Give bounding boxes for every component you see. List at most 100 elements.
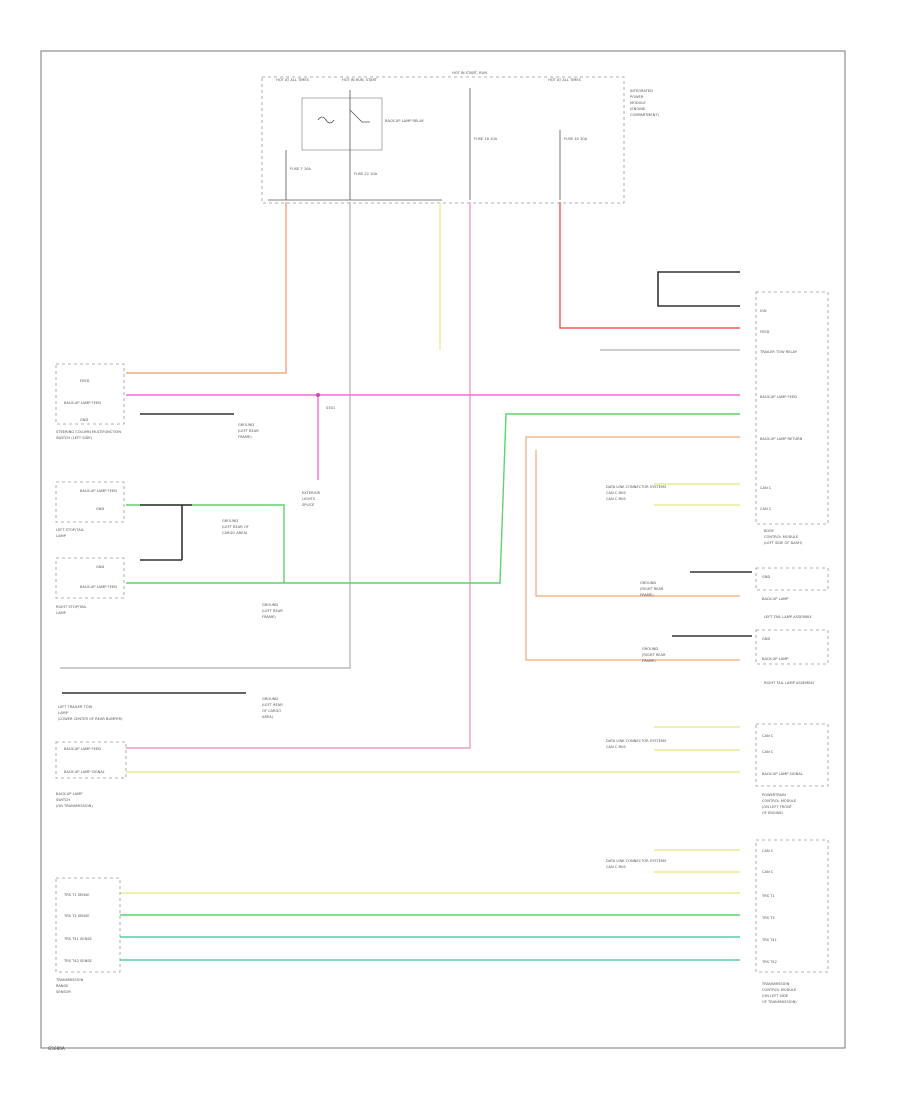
wire-salmon-return: [525, 436, 740, 661]
connector-outline: [55, 363, 125, 425]
can-bus-item: CAN C BUS: [606, 745, 627, 749]
pin-label: GND: [96, 565, 104, 569]
connector-caption: RIGHT STOP/TAIL: [56, 605, 87, 609]
module-caption: TRANSMISSION: [761, 982, 790, 986]
fuse-box-title-line: (ENGINE: [630, 107, 646, 111]
module-caption: CONTROL MODULE: [762, 799, 797, 803]
ground-label: FRAME): [642, 659, 656, 663]
pin-label: TRS T3: [761, 916, 775, 920]
ground-label: GROUND: [262, 603, 278, 607]
module-outline: [755, 723, 829, 787]
module-tcm: CAN C CAN C TRS T1 TRS T3 TRS T41 TRS T4…: [755, 839, 829, 1004]
connector-caption: LAMP: [56, 611, 67, 615]
pin-label: CAN C: [762, 870, 774, 874]
pin-label: GND: [762, 637, 770, 641]
fuse-box-title-line: POWER: [630, 95, 644, 99]
connector-trans-range-sensor: TRS T1 SENSE TRS T3 SENSE TRS T41 SENSE …: [55, 877, 121, 994]
relay-switch: [349, 109, 370, 123]
connector-caption: BACK-UP LAMP: [56, 792, 83, 796]
ground-label: (LEFT REAR: [262, 609, 283, 613]
pin-label: CAN C: [760, 486, 772, 490]
ground-label: (RIGHT REAR: [642, 653, 666, 657]
fuse-box-title-line: INTEGRATED: [630, 89, 653, 93]
pin-label: GND: [80, 418, 88, 422]
relay-coil: [317, 116, 335, 124]
pin-label: TRS T1 SENSE: [63, 893, 90, 897]
splice-s301: S301 EXTERIOR LIGHTS SPLICE: [302, 393, 335, 507]
fuse-box-title-line: COMPARTMENT): [630, 113, 660, 117]
pin-label: CAN C: [762, 849, 774, 853]
fuse-label: FUSE 22 10A: [354, 172, 378, 176]
pin-label: BACK-UP LAMP FEED: [80, 489, 117, 493]
splice-caption: LIGHTS: [302, 497, 316, 501]
module-caption: BODY: [764, 529, 775, 533]
ground-label: GROUND: [642, 647, 658, 651]
fuse-box-col-label: HOT IN RUN, START: [342, 78, 378, 82]
pin-label: TRS T41: [761, 938, 777, 942]
ground-label: AREA): [262, 715, 274, 719]
diagram-frame: [40, 50, 846, 1049]
connector-outline: [55, 557, 125, 599]
wire-gray-relay: [60, 202, 351, 669]
pin-label: TRS T3 SENSE: [63, 914, 90, 918]
connector-right-stop-lamp: GND BACK-UP LAMP FEED RIGHT STOP/TAIL LA…: [55, 557, 125, 615]
pin-label: BACK-UP LAMP RETURN: [760, 437, 803, 441]
module-outline: [755, 629, 829, 665]
fuse-box-col-label: HOT IN START, RUN: [452, 71, 487, 75]
connector-caption: (LOWER CENTER OF REAR BUMPER): [58, 717, 123, 721]
wire-salmon-return-2: [535, 450, 740, 597]
wire-green-feed: [126, 413, 740, 584]
ground-label: (RIGHT REAR: [640, 587, 664, 591]
fuse-label: FUSE 7 10A: [290, 167, 311, 171]
pin-label: TRS T42: [761, 960, 777, 964]
fuse-box-col-label: HOT AT ALL TIMES: [548, 78, 582, 82]
backup-relay-box: [301, 97, 383, 151]
module-caption: (LEFT SIDE OF DASH): [764, 541, 803, 545]
pin-label: BACK-UP LAMP FEED: [64, 401, 101, 405]
fuse-box-outline: [261, 76, 625, 204]
ground-label: GROUND: [640, 581, 656, 585]
splice-dot: [316, 393, 320, 397]
wire-orange-feed: [126, 202, 287, 374]
can-bus-label: DATA LINK CONNECTOR SYSTEMS: [606, 485, 667, 489]
pin-label: FEED: [760, 330, 770, 334]
wire-red-fuse40: [559, 202, 740, 329]
fuse-box-title-line: MODULE: [630, 101, 646, 105]
can-bus-item: CAN C BUS: [606, 497, 627, 501]
pin-label: CAN C: [762, 750, 774, 754]
wire-pink-fuse18: [126, 202, 471, 749]
ground-label: (LEFT REAR: [238, 429, 259, 433]
ground-label: FRAME): [640, 593, 654, 597]
pin-label: TRS T1: [761, 894, 775, 898]
connector-outline: [55, 877, 121, 973]
fuse-box: HOT AT ALL TIMES HOT IN RUN, START HOT I…: [261, 71, 660, 204]
pin-label: GND: [96, 507, 104, 511]
module-caption: CONTROL MODULE: [762, 988, 797, 992]
relay-label: BACK-UP LAMP RELAY: [385, 119, 425, 123]
module-tail-lamps: GND BACK-UP LAMP LEFT TAIL LAMP ASSEMBLY…: [755, 567, 829, 685]
connector-caption: RANGE: [56, 984, 69, 988]
can-bus-labels: DATA LINK CONNECTOR SYSTEMS CAN C BUS CA…: [606, 485, 667, 869]
pin-label: FEED: [80, 379, 90, 383]
can-bus-item: CAN C BUS: [606, 865, 627, 869]
connector-caption: SENSOR: [56, 990, 71, 994]
pin-label: BACK-UP LAMP FEED: [64, 747, 101, 751]
connector-caption: LAMP: [56, 534, 67, 538]
ground-label: FRAME): [238, 435, 252, 439]
connector-backup-switch: BACK-UP LAMP FEED BACK-UP LAMP SIGNAL BA…: [55, 741, 127, 808]
wires: [60, 202, 740, 961]
ground-label: GROUND: [238, 423, 254, 427]
ground-label: GROUND: [262, 697, 278, 701]
connector-left-stop-lamp: BACK-UP LAMP FEED GND LEFT STOP/TAIL LAM…: [55, 481, 125, 538]
pin-label: GND: [762, 575, 770, 579]
pin-label: BACK-UP LAMP SIGNAL: [762, 772, 803, 776]
connector-caption: SWITCH (LEFT SIDE): [56, 436, 93, 440]
fuse-label: FUSE 40 30A: [564, 137, 588, 141]
ground-label: OF CARGO: [262, 709, 281, 713]
connector-outline: [55, 481, 125, 523]
module-outline: [755, 291, 829, 525]
module-outline: [755, 839, 829, 973]
can-bus-item: CAN C BUS: [606, 491, 627, 495]
ground-label: (LEFT REAR: [262, 703, 283, 707]
